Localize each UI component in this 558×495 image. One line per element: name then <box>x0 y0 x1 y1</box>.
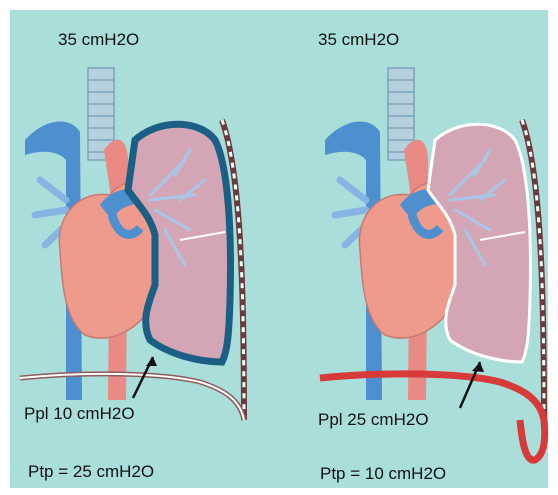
left-airway-pressure: 35 cmH2O <box>58 30 139 50</box>
left-anatomy <box>20 68 244 420</box>
right-transpulmonary-pressure: Ptp = 10 cmH2O <box>320 464 446 484</box>
right-pleural-pressure: Ppl 25 cmH2O <box>318 410 429 430</box>
right-airway-pressure: 35 cmH2O <box>318 30 399 50</box>
right-anatomy <box>320 68 545 460</box>
left-pleural-pressure: Ppl 10 cmH2O <box>24 404 135 424</box>
left-transpulmonary-pressure: Ptp = 25 cmH2O <box>28 462 154 482</box>
